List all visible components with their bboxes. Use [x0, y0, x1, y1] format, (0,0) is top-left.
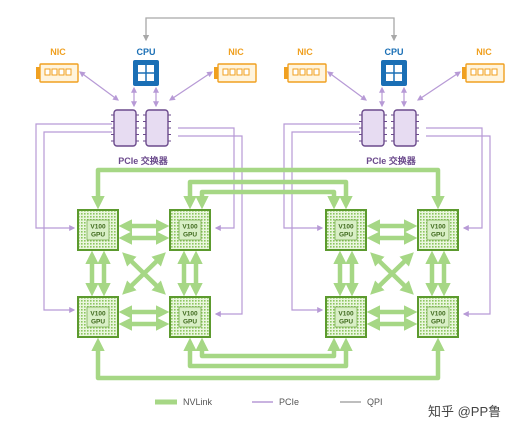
- pcie-sw-gpu-bl-2: [291, 131, 360, 313]
- pcie-switch-icon-2a: [359, 109, 387, 147]
- nvlink-diag-b-1: [122, 252, 166, 295]
- svg-text:GPU: GPU: [431, 232, 445, 239]
- nvlink-outer-top: [91, 167, 445, 210]
- pcie-sw-gpu-tl-2: [283, 123, 360, 231]
- cpu-label-2: CPU: [384, 47, 403, 57]
- pcie-links: [35, 71, 491, 317]
- nvlink-links: [85, 167, 451, 381]
- nvlink-inner-bottom-a: [183, 337, 353, 369]
- nvlink-inner-top-b: [195, 189, 341, 210]
- svg-text:V100: V100: [430, 224, 446, 231]
- nvlink-diag-b-2: [370, 252, 414, 295]
- nvlink-outer-bottom: [91, 337, 445, 381]
- nvlink-inner-top-a: [183, 179, 353, 210]
- network-card-icon-1: [36, 63, 79, 83]
- pcie-switch-icon-2b: [391, 109, 419, 147]
- legend-nvlink: NVLink: [183, 397, 213, 407]
- svg-text:GPU: GPU: [91, 319, 105, 326]
- pcie-nic-left-2: [327, 71, 367, 101]
- pcie-switch-label-1: PCIe 交换器: [118, 155, 169, 166]
- nic-label-3: NIC: [297, 47, 313, 57]
- svg-text:V100: V100: [90, 311, 106, 318]
- svg-text:GPU: GPU: [183, 232, 197, 239]
- legend-pcie: PCIe: [279, 397, 299, 407]
- pcie-sw-gpu-bl-1: [43, 131, 112, 313]
- svg-text:V100: V100: [182, 224, 198, 231]
- svg-text:V100: V100: [90, 224, 106, 231]
- nic-label-1: NIC: [50, 47, 66, 57]
- network-card-icon-4: [462, 63, 505, 83]
- cpu-chip-icon-2: [381, 60, 407, 86]
- nodes: V100GPUV100GPUV100GPUV100GPUV100GPUV100G…: [36, 60, 505, 338]
- legend: NVLink PCIe QPI: [155, 397, 383, 407]
- qpi-line: [142, 17, 398, 42]
- pcie-switch-icon-1a: [111, 109, 139, 147]
- network-card-icon-3: [284, 63, 327, 83]
- svg-text:GPU: GPU: [339, 232, 353, 239]
- svg-text:GPU: GPU: [339, 319, 353, 326]
- network-card-icon-2: [214, 63, 257, 83]
- nic-label-4: NIC: [476, 47, 492, 57]
- svg-text:GPU: GPU: [91, 232, 105, 239]
- pcie-sw-gpu-br-1: [178, 135, 243, 317]
- nic-label-2: NIC: [228, 47, 244, 57]
- pcie-switch-icon-1b: [143, 109, 171, 147]
- pcie-nic-right-1: [169, 71, 213, 101]
- cpu-chip-icon-1: [133, 60, 159, 86]
- legend-qpi: QPI: [367, 397, 383, 407]
- pcie-switch-label-2: PCIe 交换器: [366, 155, 417, 166]
- pcie-nic-right-2: [417, 71, 461, 101]
- svg-text:V100: V100: [338, 224, 354, 231]
- svg-text:V100: V100: [338, 311, 354, 318]
- qpi-link: [142, 17, 398, 42]
- svg-text:V100: V100: [430, 311, 446, 318]
- svg-text:V100: V100: [182, 311, 198, 318]
- pcie-sw-gpu-br-2: [426, 135, 491, 317]
- pcie-sw-gpu-tr-2: [426, 127, 483, 231]
- cpu-label-1: CPU: [136, 47, 155, 57]
- pcie-sw-gpu-tl-1: [35, 123, 112, 231]
- pcie-nic-left-1: [79, 71, 119, 101]
- svg-text:GPU: GPU: [431, 319, 445, 326]
- watermark: 知乎 @PP鲁: [428, 404, 501, 419]
- svg-text:GPU: GPU: [183, 319, 197, 326]
- nvlink-inner-bottom-b: [195, 337, 341, 359]
- pcie-sw-gpu-tr-1: [178, 127, 235, 231]
